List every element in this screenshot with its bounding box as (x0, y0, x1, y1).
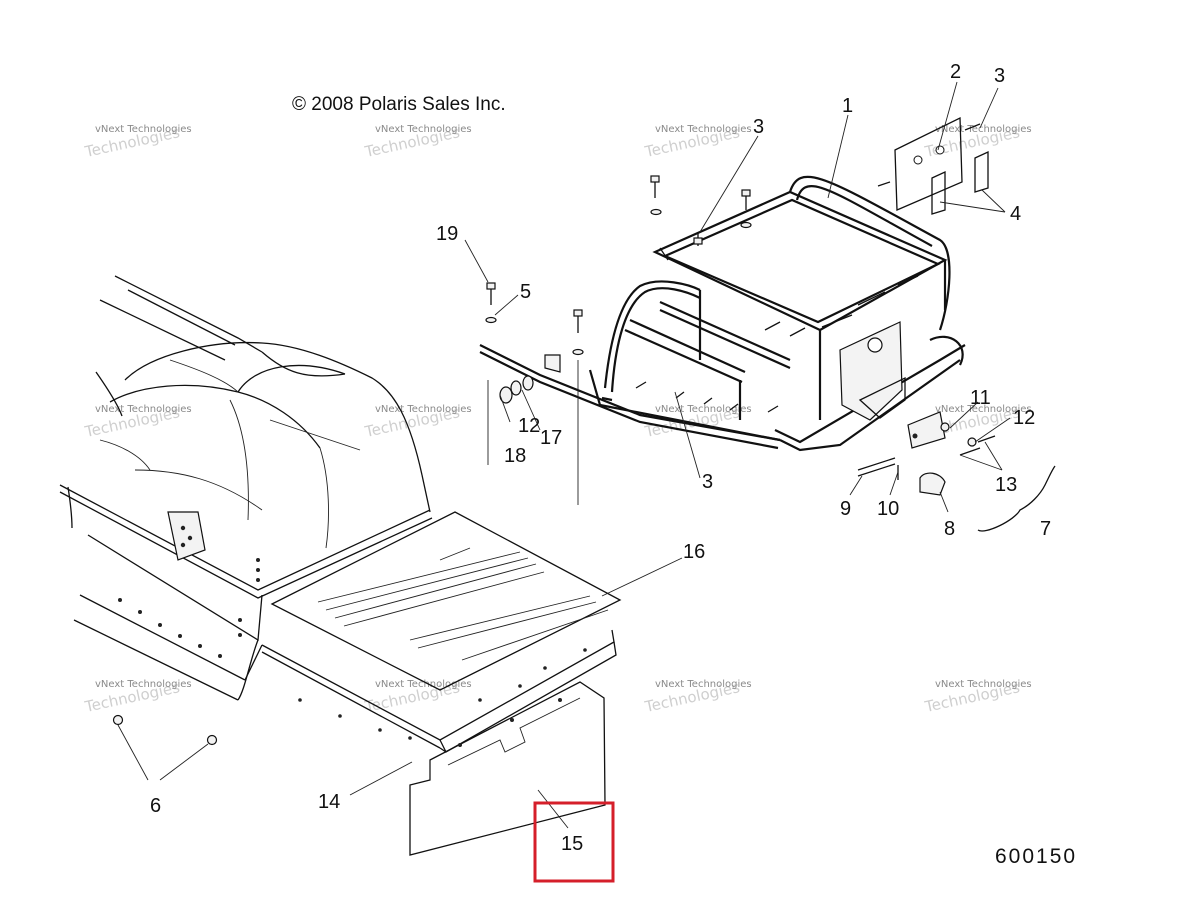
callout-4: 4 (1010, 203, 1021, 225)
callout-13: 13 (995, 474, 1017, 496)
callout-3: 3 (753, 116, 764, 138)
callout-17: 17 (540, 427, 562, 449)
watermark-front: vNext Technologies (375, 124, 472, 135)
callout-10: 10 (877, 498, 899, 520)
watermark-front: vNext Technologies (375, 404, 472, 415)
callout-1: 1 (842, 95, 853, 117)
callout-9: 9 (840, 498, 851, 520)
rear-rack (479, 175, 966, 452)
callout-5: 5 (520, 281, 531, 303)
callouts: 1 2 3 3 3 4 5 6 7 8 9 10 11 12 12 13 14 … (150, 61, 1051, 855)
callout-3: 3 (702, 471, 713, 493)
leader-lines (117, 81, 1011, 829)
watermark-front: vNext Technologies (95, 124, 192, 135)
highlight-box (533, 801, 615, 883)
hitch-assembly (857, 411, 1056, 532)
callout-12: 12 (518, 415, 540, 437)
callout-2: 2 (950, 61, 961, 83)
callout-18: 18 (504, 445, 526, 467)
callout-14: 14 (318, 791, 340, 813)
hardware (485, 175, 806, 505)
nut-icon (206, 734, 218, 746)
watermark-front: vNext Technologies (935, 679, 1032, 690)
tunnel-extension (261, 629, 617, 753)
watermark-front: vNext Technologies (935, 404, 1032, 415)
callout-16: 16 (683, 541, 705, 563)
watermark-front: vNext Technologies (655, 124, 752, 135)
copyright-notice: © 2008 Polaris Sales Inc. (292, 94, 506, 115)
snow-flap (409, 681, 606, 856)
watermark-front: vNext Technologies (935, 124, 1032, 135)
callout-11: 11 (970, 387, 991, 409)
floor-mat (270, 511, 622, 691)
callout-6: 6 (150, 795, 161, 817)
watermark-front: vNext Technologies (655, 404, 752, 415)
callout-7: 7 (1040, 518, 1051, 540)
tunnel-rivets (118, 558, 260, 658)
drawing-number: 600150 (995, 845, 1077, 868)
nut-icon (112, 714, 124, 726)
callout-19: 19 (436, 223, 458, 245)
watermark-front: vNext Technologies (655, 679, 752, 690)
callout-3: 3 (994, 65, 1005, 87)
back-plate (877, 116, 989, 215)
callout-15: 15 (561, 833, 583, 855)
watermark-front: vNext Technologies (375, 679, 472, 690)
callout-12: 12 (1013, 407, 1035, 429)
watermark-front: vNext Technologies (95, 404, 192, 415)
watermark-front: vNext Technologies (95, 679, 192, 690)
seat-assembly (59, 275, 433, 746)
callout-8: 8 (944, 518, 955, 540)
